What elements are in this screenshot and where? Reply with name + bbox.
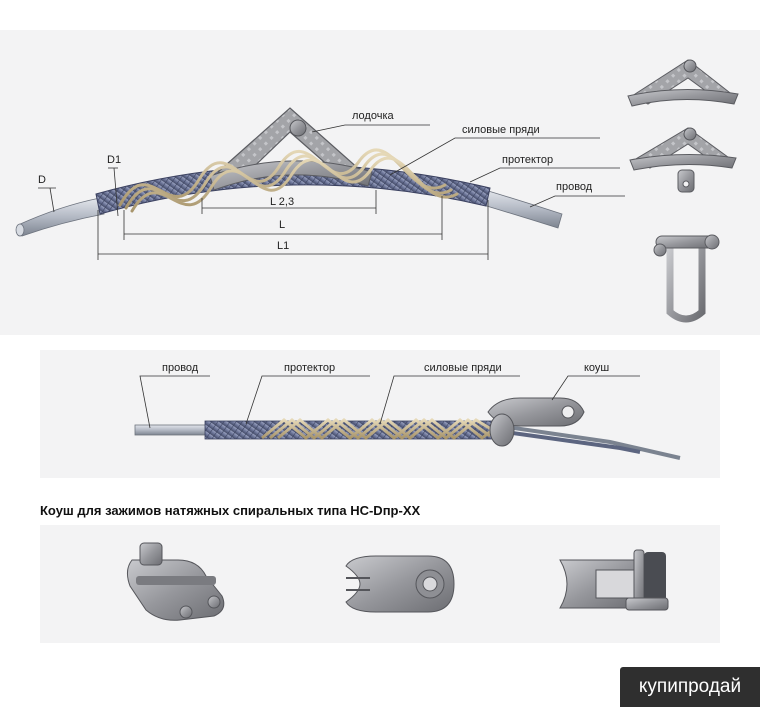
label-wire-mid: провод: [162, 362, 199, 374]
mid-strand-tail: [499, 424, 681, 460]
shackle-part: [653, 234, 720, 323]
thimble-eye: [489, 413, 515, 447]
power-strands: [118, 148, 459, 213]
thimble-part-2: [345, 555, 455, 613]
wire-cut-end: [15, 223, 25, 237]
thimble-part-1: [126, 542, 225, 621]
label-thimble: коуш: [584, 362, 610, 374]
mid-leader-lines: [139, 375, 640, 429]
tension-clamp-panel: [40, 350, 720, 478]
section-title: Коуш для зажимов натяжных спиральных тип…: [40, 503, 421, 518]
dimension-l: L: [279, 219, 286, 231]
boat-variant-plain: [627, 59, 739, 107]
thimble-hole: [561, 405, 575, 419]
label-protector-mid: протектор: [284, 362, 336, 374]
dimension-l23: L 2,3: [270, 196, 295, 208]
label-power-strands-mid: силовые пряди: [424, 362, 502, 374]
suspension-clamp-drawing: [15, 59, 739, 323]
dimension-l1: L1: [277, 240, 290, 252]
wire-left-end: [17, 197, 105, 237]
thimble-part-3: [559, 549, 669, 611]
dimension-lines: [38, 167, 489, 260]
boat-pin: [289, 119, 307, 137]
label-wire-top: провод: [556, 181, 593, 193]
tension-clamp-drawing: [134, 375, 681, 460]
mid-power-strands: [261, 418, 501, 440]
watermark-badge: купипродай: [620, 667, 760, 707]
mid-wire-end: [134, 424, 216, 436]
thimble-parts: [126, 542, 669, 621]
top-leader-lines: [311, 124, 625, 208]
label-boat: лодочка: [352, 110, 394, 122]
boat-variant-lug: [629, 127, 737, 193]
mid-protector-tail: [504, 430, 641, 454]
label-power-strands-top: силовые пряди: [462, 124, 540, 136]
dimension-d: D: [38, 174, 46, 186]
dimension-d1: D1: [107, 154, 122, 166]
label-protector-top: протектор: [502, 154, 554, 166]
wire-right-end: [479, 189, 563, 229]
